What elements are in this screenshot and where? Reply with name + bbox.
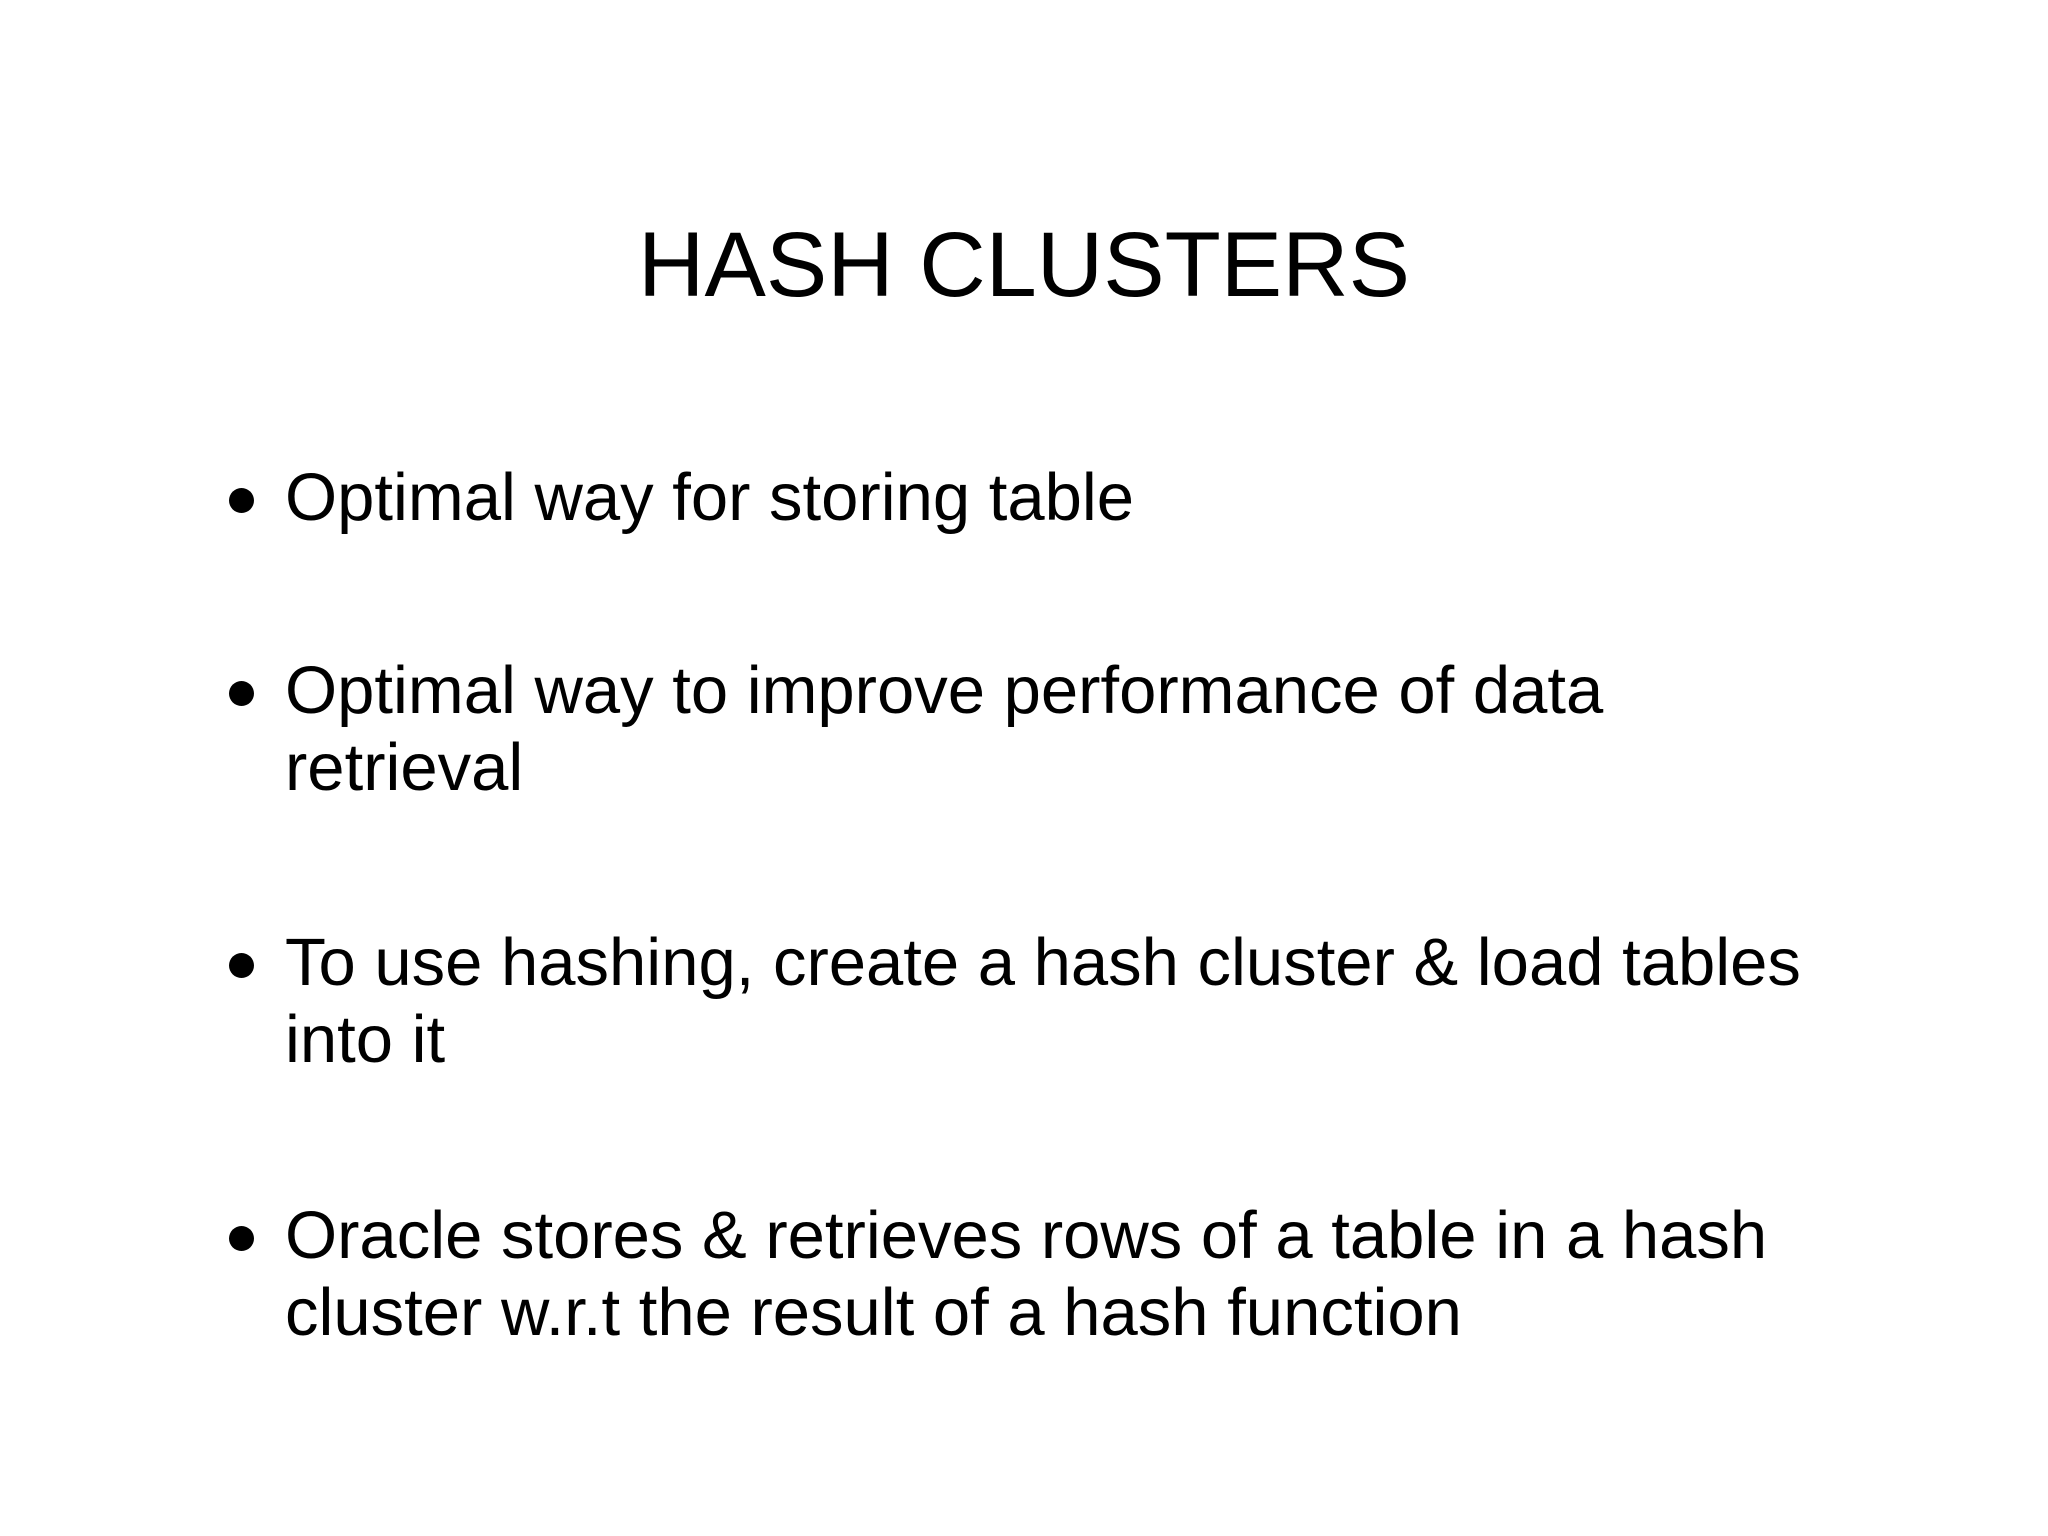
bullet-icon — [229, 1226, 254, 1251]
bullet-item: Optimal way for storing table — [229, 459, 1898, 536]
bullet-item: Oracle stores & retrieves rows of a tabl… — [229, 1197, 1898, 1351]
bullet-icon — [229, 681, 254, 706]
bullet-text: Oracle stores & retrieves rows of a tabl… — [285, 1198, 1768, 1350]
bullet-item: Optimal way to improve performance of da… — [229, 652, 1898, 806]
bullet-text: To use hashing, create a hash cluster & … — [285, 925, 1801, 1077]
bullet-text: Optimal way for storing table — [285, 460, 1135, 535]
bullet-item: To use hashing, create a hash cluster & … — [229, 924, 1898, 1078]
bullet-icon — [229, 953, 254, 978]
slide-title: HASH CLUSTERS — [638, 214, 1410, 316]
bullet-text: Optimal way to improve performance of da… — [285, 653, 1604, 805]
bullet-icon — [229, 488, 254, 513]
